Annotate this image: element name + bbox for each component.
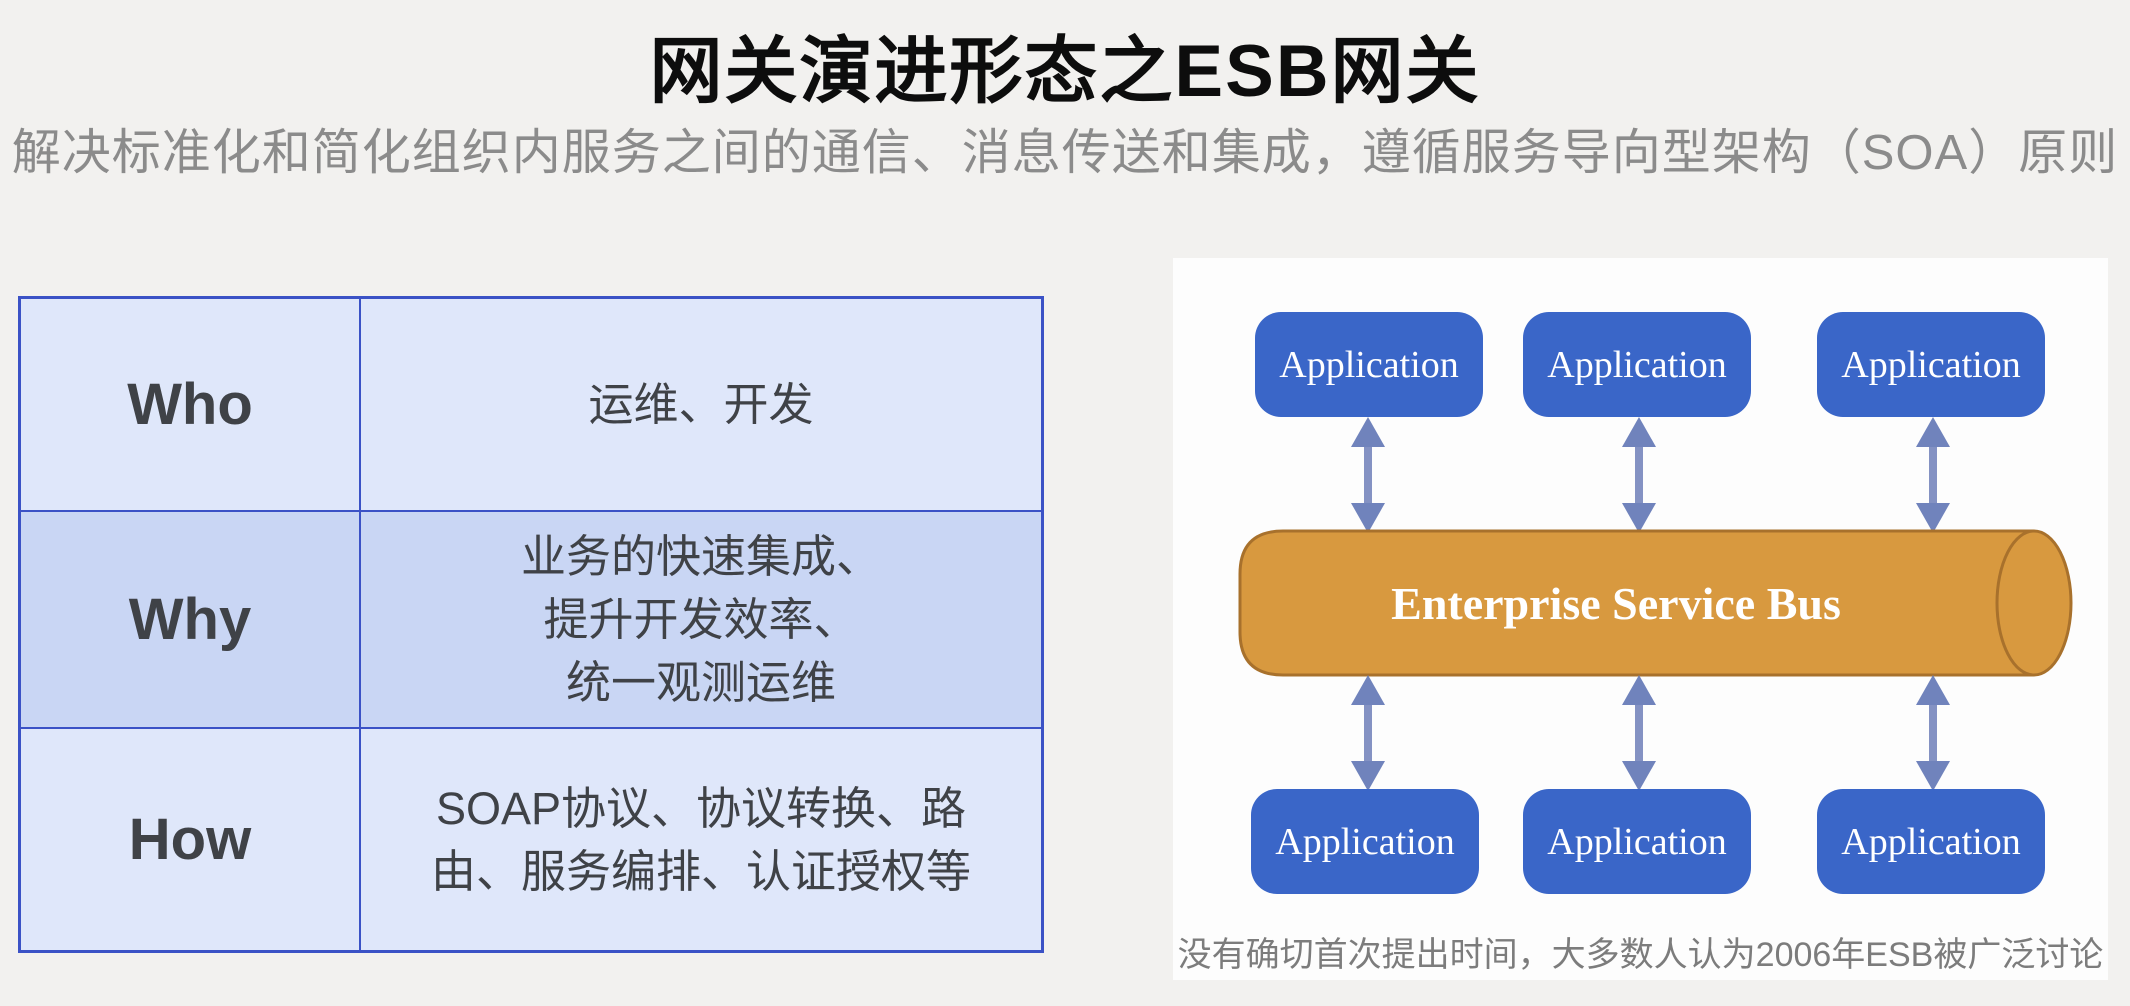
application-box-bottom-1: Application: [1251, 789, 1479, 894]
esb-diagram-panel: Application Application Application Ente…: [1173, 258, 2108, 980]
table-row-who-label: Who: [21, 299, 361, 512]
double-arrow-icon: [1622, 417, 1656, 533]
table-row-how-label: How: [21, 729, 361, 950]
application-box-top-2: Application: [1523, 312, 1751, 417]
row-label-who: Who: [127, 372, 253, 437]
table-row-why-content: 业务的快速集成、 提升开发效率、 统一观测运维: [361, 512, 1041, 729]
diagram-caption: 没有确切首次提出时间，大多数人认为2006年ESB被广泛讨论: [1177, 936, 2104, 974]
cylinder-icon: [1238, 529, 2073, 677]
table-row-who-content: 运维、开发: [361, 299, 1041, 512]
double-arrow-icon: [1916, 417, 1950, 533]
row-content-why: 业务的快速集成、 提升开发效率、 统一观测运维: [520, 531, 881, 708]
double-arrow-icon: [1622, 675, 1656, 791]
application-box-top-3: Application: [1817, 312, 2045, 417]
who-why-how-table: Who 运维、开发 Why 业务的快速集成、 提升开发效率、 统一观测运维 Ho…: [18, 296, 1044, 953]
row-label-why: Why: [128, 587, 252, 652]
row-label-how: How: [128, 807, 252, 872]
table-row-why-label: Why: [21, 512, 361, 729]
page-subtitle: 解决标准化和简化组织内服务之间的通信、消息传送和集成，遵循服务导向型架构（SOA…: [11, 126, 2119, 180]
row-content-how: SOAP协议、协议转换、路由、服务编排、认证授权等: [430, 782, 971, 897]
table-row-how-content: SOAP协议、协议转换、路由、服务编排、认证授权等: [361, 729, 1041, 950]
double-arrow-icon: [1351, 417, 1385, 533]
bus-label: Enterprise Service Bus: [1391, 577, 1841, 629]
page-title: 网关演进形态之ESB网关: [649, 31, 1481, 112]
enterprise-service-bus: Enterprise Service Bus: [1235, 528, 2077, 678]
application-box-bottom-2: Application: [1523, 789, 1751, 894]
double-arrow-icon: [1916, 675, 1950, 791]
application-box-bottom-3: Application: [1817, 789, 2045, 894]
double-arrow-icon: [1351, 675, 1385, 791]
application-box-top-1: Application: [1255, 312, 1483, 417]
row-content-who: 运维、开发: [588, 379, 814, 430]
